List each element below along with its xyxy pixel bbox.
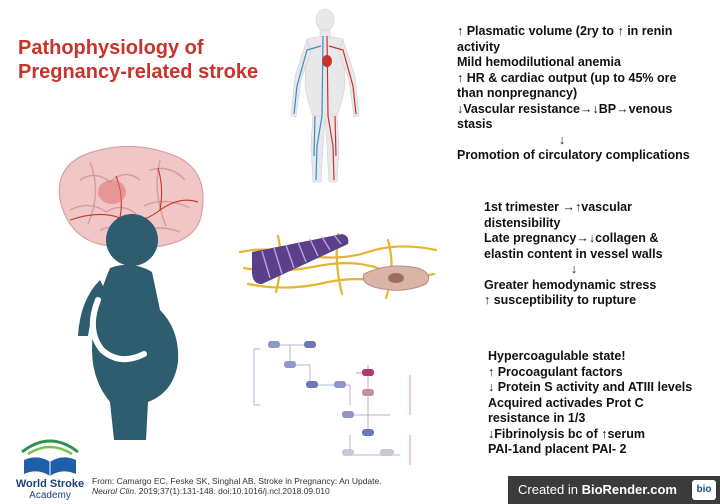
vascular-changes-text: 1st trimester →↑vascular distensibility … [484, 200, 714, 309]
biorender-credit[interactable]: Created in BioRender.com bio [508, 476, 720, 504]
text-line: ↑ Plasmatic volume (2ry to ↑ in renin [457, 24, 673, 38]
pregnant-woman-silhouette [78, 214, 179, 440]
text-line: distensibility [484, 215, 561, 230]
title-line: Pathophysiology of [18, 37, 204, 59]
text-line: stasis [457, 117, 493, 131]
text-line: Promotion of circulatory complications [457, 148, 690, 162]
circulatory-system-illustration [290, 8, 360, 183]
text-line: elastin content in vessel walls [484, 246, 663, 261]
heart-icon [322, 55, 332, 67]
citation-text: . 2019;37(1):131-148. doi:10.1016/j.ncl.… [134, 486, 330, 496]
text-line: ↑ susceptibility to rupture [484, 293, 637, 307]
brain-icon [58, 145, 204, 250]
citation-text: From: Camargo EC, Feske SK, Singhal AB. … [92, 476, 382, 486]
text-line: ↑ HR & cardiac output (up to 45% ore [457, 70, 677, 85]
text-line: resistance in 1/3 [488, 411, 586, 425]
text-line: ↓Vascular resistance→↓BP→venous [457, 101, 673, 116]
cardiovascular-changes-text: ↑ Plasmatic volume (2ry to ↑ in renin ac… [457, 24, 717, 164]
text-line: 1st trimester →↑vascular [484, 200, 632, 214]
coagulation-cascade-diagram [253, 341, 411, 465]
world-stroke-academy-logo: World Stroke Academy [10, 434, 90, 504]
text-line: Acquired activades Prot C [488, 395, 644, 410]
source-citation: From: Camargo EC, Feske SK, Singhal AB. … [92, 476, 392, 496]
elastin-fiber [252, 234, 349, 284]
text-line: activity [457, 39, 501, 54]
text-line: than nonpregnancy) [457, 86, 578, 100]
text-line: Greater hemodynamic stress [484, 277, 657, 292]
hypercoagulable-state-text: Hypercoagulable state! ↑ Procoagulant fa… [488, 349, 718, 458]
text-line: ↓Fibrinolysis bc of ↑serum [488, 426, 645, 441]
citation-journal: Neurol Clin [92, 486, 135, 496]
text-line: PAI-1and placent PAI- 2 [488, 442, 627, 456]
text-line: ↓ Protein S activity and ATIII levels [488, 380, 693, 394]
down-arrow-icon: ↓ [570, 262, 578, 276]
down-arrow-icon: ↓ [558, 132, 566, 147]
vessel-wall-collagen-illustration [238, 232, 438, 300]
logo-text: World Stroke [15, 478, 85, 490]
pregnant-woman-brain-illustration [58, 145, 204, 440]
title-line: Pregnancy-related stroke [18, 61, 259, 83]
text-line: Late pregnancy→↓collagen & [484, 231, 659, 245]
biorender-prefix: Created in [518, 482, 582, 497]
biorender-logo-icon: bio [692, 480, 716, 500]
page-title: Pathophysiology of Pregnancy-related str… [18, 36, 278, 84]
text-line: Mild hemodilutional anemia [457, 55, 621, 69]
biorender-brand: BioRender.com [581, 482, 677, 497]
logo-text: Academy [29, 490, 71, 501]
text-line: Hypercoagulable state! [488, 349, 626, 363]
hemorrhage-spot [98, 180, 126, 204]
text-line: ↑ Procoagulant factors [488, 364, 623, 379]
book-globe-icon [21, 439, 79, 476]
